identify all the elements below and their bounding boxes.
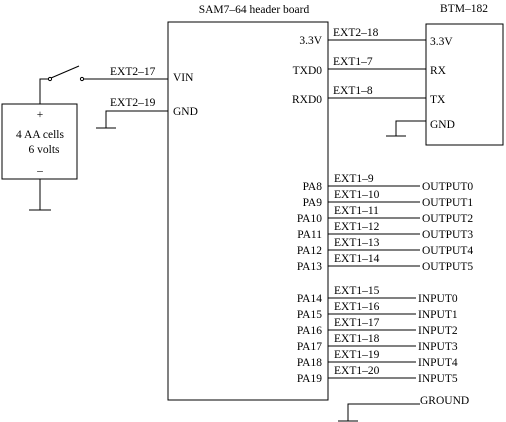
pin-gnd: GND xyxy=(173,106,198,118)
btm-pin-gnd: GND xyxy=(430,119,455,131)
vin-wire-label: EXT2–17 xyxy=(110,66,156,78)
pin-pa-7: PA15 xyxy=(297,309,322,321)
inputs-label-0: INPUT0 xyxy=(418,293,458,305)
inputs-wire-label-4: EXT1–19 xyxy=(334,349,380,361)
outputs-wire-label-3: EXT1–12 xyxy=(334,221,380,233)
inputs-wire-label-0: EXT1–15 xyxy=(334,285,380,297)
pin-pa-0: PA8 xyxy=(303,181,323,193)
pin-pa-4: PA12 xyxy=(297,245,322,257)
pin-pa-3: PA11 xyxy=(297,229,322,241)
outputs-label-3: OUTPUT3 xyxy=(422,229,473,241)
outputs-label-1: OUTPUT1 xyxy=(422,197,473,209)
outputs-label-5: OUTPUT5 xyxy=(422,261,473,273)
pin-pa-9: PA17 xyxy=(297,341,322,353)
io-rows: PA8EXT1–9OUTPUT0PA9EXT1–10OUTPUT1PA10EXT… xyxy=(297,173,474,385)
pin-vin: VIN xyxy=(173,72,194,84)
battery-minus: – xyxy=(36,165,43,177)
inputs-wire-label-1: EXT1–16 xyxy=(334,301,380,313)
inputs-label-2: INPUT2 xyxy=(418,325,458,337)
btm-pin-tx: TX xyxy=(430,94,446,106)
battery-plus: + xyxy=(37,109,44,121)
pin-pa-5: PA13 xyxy=(297,261,322,273)
pin-pa-11: PA19 xyxy=(297,373,322,385)
ground-label: GROUND xyxy=(420,395,469,407)
inputs-label-3: INPUT3 xyxy=(418,341,458,353)
inputs-wire-label-3: EXT1–18 xyxy=(334,333,380,345)
pin-txd0: TXD0 xyxy=(293,65,323,77)
outputs-wire-label-1: EXT1–10 xyxy=(334,189,380,201)
switch-contact-left xyxy=(47,76,53,82)
switch-contact-right xyxy=(79,76,85,82)
outputs-wire-label-4: EXT1–13 xyxy=(334,237,380,249)
pin-pa-8: PA16 xyxy=(297,325,322,337)
gnd-wire-label: EXT2–19 xyxy=(110,97,156,109)
pin-3v3: 3.3V xyxy=(299,35,322,47)
inputs-wire-label-5: EXT1–20 xyxy=(334,365,380,377)
btm-box xyxy=(425,23,504,146)
switch-lever xyxy=(50,65,80,79)
btm-gnd-wire xyxy=(395,120,426,136)
pin-pa-10: PA18 xyxy=(297,357,322,369)
btm-pin-3v3: 3.3V xyxy=(430,36,453,48)
inputs-label-4: INPUT4 xyxy=(418,357,458,369)
outputs-wire-label-0: EXT1–9 xyxy=(334,173,374,185)
inputs-label-5: INPUT5 xyxy=(418,373,458,385)
pin-rxd0: RXD0 xyxy=(292,94,322,106)
btm-3v3-wire-label: EXT2–18 xyxy=(333,27,379,39)
btm-tx-wire-label: EXT1–8 xyxy=(333,85,373,97)
battery-volts-label: 6 volts xyxy=(29,144,61,156)
outputs-label-0: OUTPUT0 xyxy=(422,181,473,193)
header-board-title: SAM7–64 header board xyxy=(199,4,310,16)
inputs-label-1: INPUT1 xyxy=(418,309,458,321)
pin-pa-2: PA10 xyxy=(297,213,322,225)
inputs-wire-label-2: EXT1–17 xyxy=(334,317,380,329)
btm-title: BTM–182 xyxy=(440,3,488,15)
ground-wire xyxy=(347,403,420,421)
outputs-wire-label-5: EXT1–14 xyxy=(334,253,380,265)
btm-rx-wire-label: EXT1–7 xyxy=(333,56,373,68)
btm-pin-rx: RX xyxy=(430,65,447,77)
outputs-wire-label-2: EXT1–11 xyxy=(334,205,379,217)
pin-pa-1: PA9 xyxy=(303,197,323,209)
battery-cells-label: 4 AA cells xyxy=(16,129,64,141)
pin-pa-6: PA14 xyxy=(297,293,322,305)
gnd-wire xyxy=(105,110,168,128)
outputs-label-4: OUTPUT4 xyxy=(422,245,473,257)
battery-positive-lead xyxy=(39,78,49,104)
outputs-label-2: OUTPUT2 xyxy=(422,213,473,225)
header-board-box xyxy=(167,21,329,401)
